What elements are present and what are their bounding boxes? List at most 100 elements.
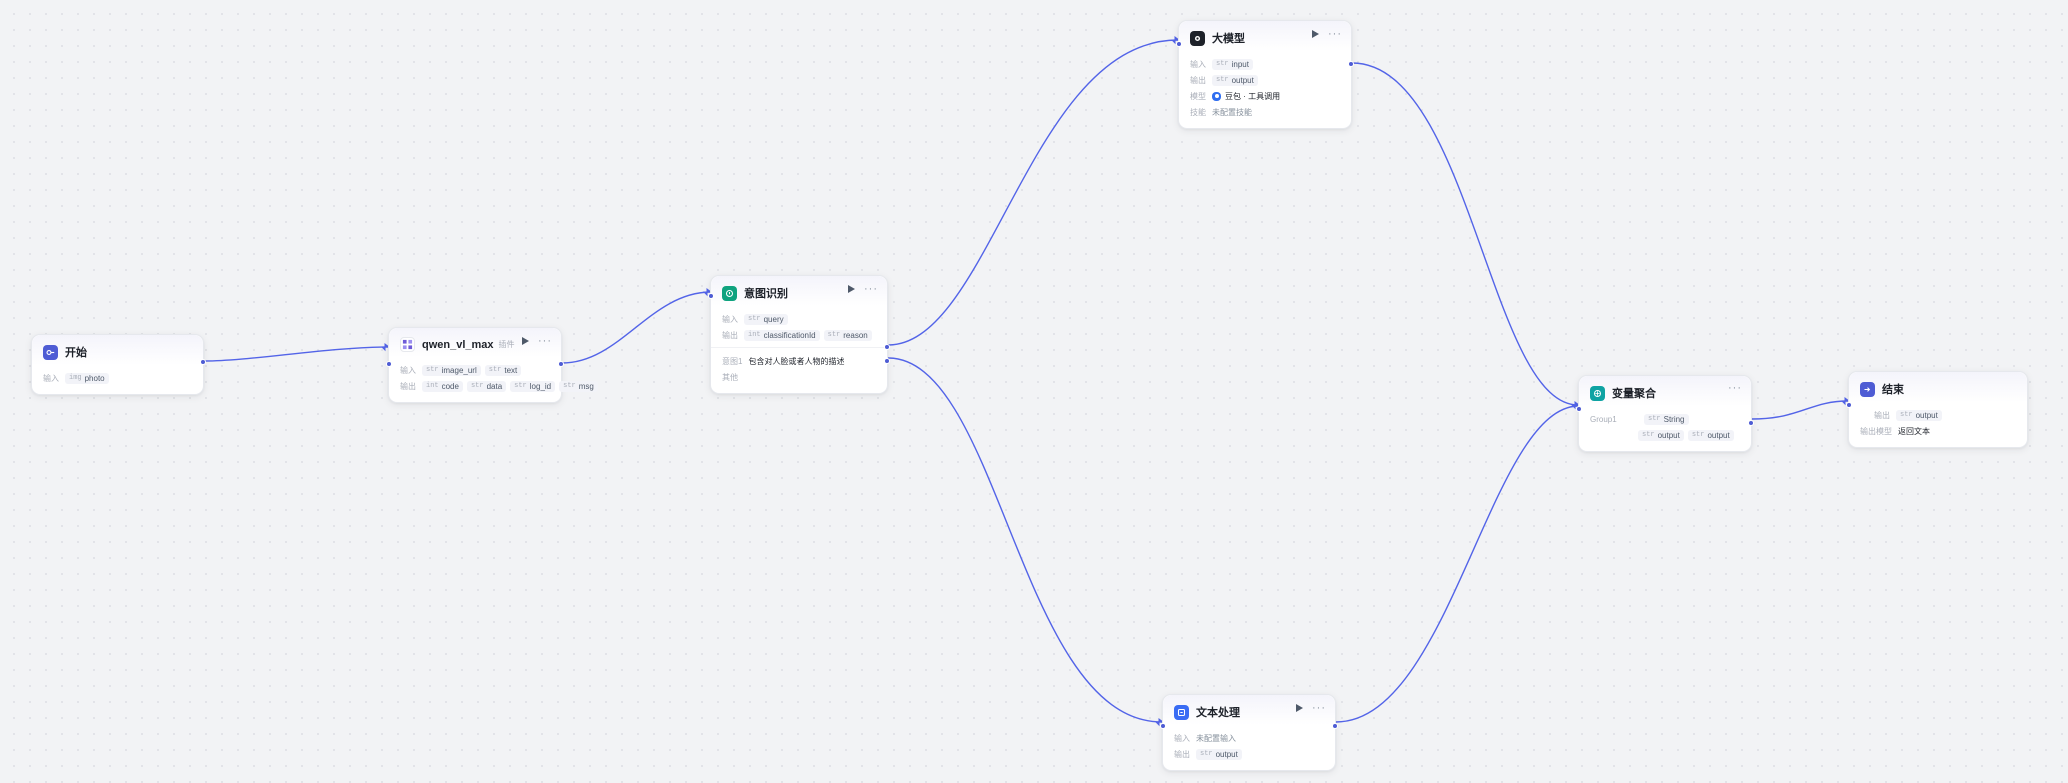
start-input-name: photo — [84, 373, 105, 383]
text-output-name: output — [1215, 749, 1238, 759]
start-input-chip[interactable]: img photo — [65, 372, 109, 384]
aggregate-header-actions: ··· — [1728, 382, 1742, 394]
llm-skill-row[interactable]: 技能 未配置技能 — [1190, 106, 1340, 118]
intent-output-name-0: classificationId — [763, 330, 816, 340]
node-end-header: 结束 — [1849, 372, 2027, 402]
llm-header-actions: ··· — [1312, 28, 1342, 40]
llm-output-name: output — [1231, 75, 1254, 85]
run-icon[interactable] — [1296, 704, 1303, 712]
intent-branch-1[interactable]: 其他 — [722, 371, 876, 383]
intent-glyph — [725, 289, 734, 297]
llm-output-port[interactable] — [1348, 61, 1354, 67]
more-icon[interactable]: ··· — [1328, 28, 1342, 40]
end-output-name: output — [1915, 410, 1938, 420]
qwen-plugin-icon — [400, 337, 415, 352]
node-end[interactable]: 结束 输出 str output 输出模型 返回文本 — [1846, 371, 2028, 448]
qwen-output-type-3: str — [563, 382, 576, 390]
edge-start-to-qwen — [204, 346, 389, 362]
node-text-processing[interactable]: 文本处理 ··· 输入 未配置输入 输出 str output — [1160, 694, 1338, 771]
node-start[interactable]: 开始 输入 img photo — [31, 334, 206, 395]
run-icon[interactable] — [1312, 30, 1319, 38]
llm-output-chip[interactable]: str output — [1212, 74, 1258, 86]
intent-branch-divider — [711, 347, 887, 351]
aggregate-item-type-1: str — [1691, 431, 1705, 439]
text-process-icon — [1174, 704, 1189, 720]
text-output-chip[interactable]: str output — [1196, 748, 1242, 760]
run-icon[interactable] — [522, 337, 529, 345]
qwen-input-port[interactable] — [386, 361, 392, 367]
text-output-row: 输出 str output — [1174, 748, 1324, 760]
llm-output-type: str — [1216, 76, 1229, 84]
qwen-input-label: 输入 — [400, 365, 416, 375]
qwen-output-chip-3[interactable]: str msg — [559, 380, 598, 392]
end-mode-value: 返回文本 — [1898, 426, 1930, 436]
intent-output-chip-1[interactable]: str reason — [823, 329, 872, 341]
intent-branch-1-port[interactable] — [884, 358, 890, 364]
node-intent-body: 输入 str query 输出 int classificationId str… — [711, 306, 887, 393]
end-icon — [1860, 381, 1875, 397]
more-icon[interactable]: ··· — [1312, 702, 1326, 714]
llm-input-chip[interactable]: str input — [1212, 58, 1253, 70]
qwen-output-chip-1[interactable]: str data — [466, 380, 507, 392]
start-glyph — [46, 349, 55, 355]
node-text-header: 文本处理 ··· — [1163, 695, 1335, 725]
end-output-type: str — [1900, 411, 1913, 419]
text-input-row: 输入 未配置输入 — [1174, 732, 1324, 744]
start-output-port[interactable] — [200, 359, 206, 365]
text-output-type: str — [1200, 750, 1213, 758]
doubao-glyph — [1214, 94, 1219, 98]
aggregate-output-port[interactable] — [1748, 420, 1754, 426]
aggregate-item-chip-1[interactable]: str output — [1687, 429, 1734, 441]
aggregate-group-label: Group1 — [1590, 414, 1617, 424]
aggregate-input-port[interactable] — [1576, 406, 1582, 412]
text-input-port[interactable] — [1160, 723, 1166, 729]
node-qwen-vl-max[interactable]: qwen_vl_max 插件 ··· 输入 str image_url str … — [386, 327, 598, 403]
intent-branch-0-port[interactable] — [884, 344, 890, 350]
node-intent-recognition[interactable]: 意图识别 ··· 输入 str query 输出 int classificat… — [708, 275, 890, 394]
aggregate-item-chip-0[interactable]: str output — [1638, 429, 1684, 441]
end-input-port[interactable] — [1846, 402, 1852, 408]
qwen-input-chip-0[interactable]: str image_url — [422, 364, 481, 376]
more-icon[interactable]: ··· — [538, 335, 552, 347]
qwen-output-type-1: str — [470, 382, 484, 390]
run-icon[interactable] — [848, 285, 855, 293]
end-glyph — [1864, 386, 1871, 392]
start-input-type: img — [69, 374, 82, 382]
llm-input-port[interactable] — [1176, 41, 1182, 47]
aggregate-item-name-0: output — [1657, 430, 1680, 440]
text-output-port[interactable] — [1332, 723, 1338, 729]
end-output-chip[interactable]: str output — [1896, 409, 1942, 421]
node-intent-header: 意图识别 ··· — [711, 276, 887, 306]
llm-output-label: 输出 — [1190, 75, 1206, 85]
intent-input-label: 输入 — [722, 314, 738, 324]
intent-branch-0[interactable]: 意图1 包含对人脸或者人物的描述 — [722, 355, 876, 367]
qwen-output-chip-0[interactable]: int code — [422, 380, 463, 392]
intent-output-type-0: int — [748, 331, 761, 339]
intent-branch-1-label: 其他 — [722, 372, 738, 382]
intent-input-port[interactable] — [708, 293, 714, 299]
qwen-input-chip-1[interactable]: str text — [484, 364, 522, 376]
node-end-title: 结束 — [1882, 384, 1904, 396]
intent-output-chip-0[interactable]: int classificationId — [744, 329, 820, 341]
intent-input-chip[interactable]: str query — [744, 313, 788, 325]
qwen-output-port[interactable] — [558, 361, 564, 367]
more-icon[interactable]: ··· — [1728, 382, 1742, 394]
qwen-output-chip-2[interactable]: str log_id — [510, 380, 556, 392]
node-qwen-title: qwen_vl_max — [422, 338, 494, 351]
node-qwen-body: 输入 str image_url str text 输出 int code st… — [389, 357, 598, 402]
node-variable-aggregation[interactable]: 变量聚合 ··· Group1 str String str output st… — [1576, 375, 1754, 452]
qwen-input-row: 输入 str image_url str text — [400, 364, 550, 376]
llm-glyph — [1194, 35, 1201, 41]
intent-output-name-1: reason — [843, 330, 868, 340]
llm-model-value: 豆包 · 工具调用 — [1225, 91, 1281, 101]
node-end-body: 输出 str output 输出模型 返回文本 — [1849, 402, 2027, 447]
llm-model-row[interactable]: 模型 豆包 · 工具调用 — [1190, 90, 1340, 102]
node-llm[interactable]: 大模型 ··· 输入 str input 输出 str output — [1176, 20, 1354, 129]
more-icon[interactable]: ··· — [864, 283, 878, 295]
end-output-label: 输出 — [1874, 410, 1890, 420]
aggregate-group-type-chip[interactable]: str String — [1644, 413, 1689, 425]
llm-output-row: 输出 str output — [1190, 74, 1340, 86]
node-aggregate-header: 变量聚合 ··· — [1579, 376, 1751, 406]
qwen-output-type-0: int — [426, 382, 439, 390]
